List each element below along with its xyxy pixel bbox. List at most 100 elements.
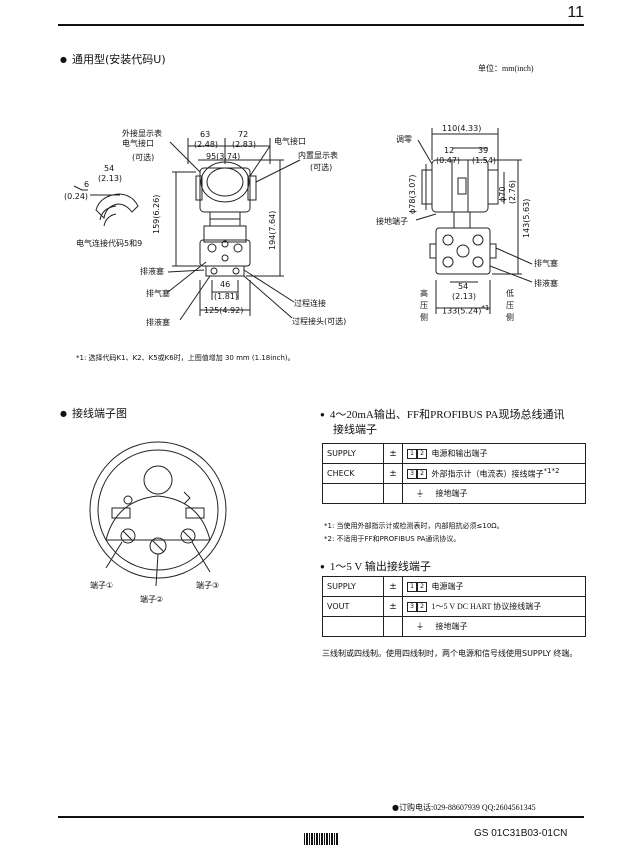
zero-adjust-label: 调零	[396, 135, 412, 144]
order-phone-text: 订购电话:029-88607939 QQ:2604561345	[398, 803, 536, 812]
vent-plug-label: 排气塞	[146, 289, 170, 298]
terminal-name: SUPPLY	[322, 443, 384, 464]
terminal-description-text: 电源和输出端子	[431, 449, 488, 458]
callout-builtin-display: 内置显示表	[298, 151, 338, 160]
callout-optional-2: (可选)	[310, 163, 333, 172]
terminal-number-box: 2	[417, 469, 427, 480]
bullet-icon: ●	[392, 803, 399, 812]
drain-plug-label-1: 排液塞	[140, 267, 164, 276]
page-number: 11	[567, 4, 584, 21]
callout-external-display-connection: 电气接口	[122, 139, 154, 148]
polarity-sign	[383, 616, 403, 637]
terminal-name: VOUT	[322, 596, 384, 617]
transmitter-front-view-drawing	[73, 138, 301, 321]
dim-39-inch: (1.54)	[472, 156, 497, 165]
callout-optional-1: (可选)	[132, 153, 155, 162]
terminal-number-box: 2	[417, 601, 427, 612]
terminal-name	[322, 483, 384, 504]
dim-phi78: ϕ78(3.07)	[408, 174, 417, 214]
high-pressure-side-1: 高	[420, 289, 428, 298]
terminal-number-box: 3	[407, 469, 417, 480]
left-dimension-drawing: 外接显示表 电气接口 (可选) 63 (2.48) 72 (2.83) 95(3…	[60, 120, 380, 350]
dim-54-right-inch: (2.13)	[452, 292, 477, 301]
section1-footnote: *1: 选择代码K1、K2、K5或K6时，上图值增加 30 mm (1.18in…	[76, 354, 295, 362]
dim-54-inch: (2.13)	[98, 174, 123, 183]
dim-46-inch: (1.81)	[214, 292, 239, 301]
terminal-description: ⏚ 接地端子	[402, 483, 586, 504]
dim-133-value: 133(5.24)	[442, 306, 482, 316]
dim-143: 143(5.63)	[522, 198, 531, 238]
section-title-1-5v: 1～5 V 输出接线端子	[320, 558, 431, 574]
drain-plug-label-right: 排液塞	[534, 279, 558, 288]
callout-external-display: 外接显示表	[122, 129, 162, 138]
terminal-description-text: 1～5 V DC HART 协议接线端子	[431, 602, 542, 611]
vent-plug-label-right: 排气塞	[534, 259, 558, 268]
dim-39: 39	[478, 146, 489, 155]
dim-54-right: 54	[458, 282, 469, 291]
process-connector-label: 过程接头(可选)	[292, 317, 347, 326]
terminal-diagram	[88, 440, 228, 587]
terminal-3-label: 端子③	[196, 581, 220, 590]
terminal-description-note: *1*2	[543, 467, 560, 476]
drain-plug-label-2: 排液塞	[146, 318, 170, 327]
section3-note-1: *1: 当使用外部指示计或检测表时，内部阻抗必须≤10Ω。	[324, 522, 504, 530]
terminal-name: CHECK	[322, 463, 384, 484]
table-row: ⏚ 接地端子	[322, 616, 586, 637]
terminal-number-box: 1	[407, 448, 417, 459]
section-title-4-20ma: 4～20mA输出、FF和PROFIBUS PA现场总线通讯	[320, 406, 565, 422]
terminal-2-label: 端子②	[140, 595, 164, 604]
terminal-name: SUPPLY	[322, 576, 384, 597]
dim-133: 133(5.24)*1	[442, 304, 489, 316]
table-row: ⏚ 接地端子	[322, 483, 586, 504]
terminal-number-box: 1	[407, 581, 417, 592]
terminal-number-box: 3	[407, 601, 417, 612]
section-title-4-20ma-line2: 接线端子	[333, 423, 377, 436]
terminal-description: ⏚ 接地端子	[402, 616, 586, 637]
low-pressure-side-1: 低	[506, 289, 514, 298]
polarity-sign	[383, 483, 403, 504]
dim-95: 95(3.74)	[206, 152, 241, 161]
dim-6: 6	[84, 180, 90, 189]
polarity-sign: ±	[383, 596, 403, 617]
dim-72: 72	[238, 130, 249, 139]
terminal-number-box: 2	[417, 581, 427, 592]
high-pressure-side-2: 压	[420, 301, 428, 310]
terminal-number-box: 2	[417, 448, 427, 459]
terminal-description-text: 接地端子	[435, 489, 468, 498]
section-title-general-type: 通用型(安装代码U)	[60, 51, 166, 67]
dim-133-note: *1	[481, 304, 490, 312]
section-title-terminal-diagram: 接线端子图	[60, 405, 127, 421]
dim-phi70: ϕ70	[498, 186, 507, 202]
dim-54: 54	[104, 164, 115, 173]
unit-label: 单位：mm(inch)	[478, 64, 534, 73]
polarity-sign: ±	[383, 463, 403, 484]
dim-63: 63	[200, 130, 211, 139]
section3-note-2: *2: 不适用于FF和PROFIBUS PA通讯协议。	[324, 535, 461, 543]
dim-46: 46	[220, 280, 231, 289]
polarity-sign: ±	[383, 576, 403, 597]
footer-rule	[58, 816, 584, 818]
dim-125: 125(4.92)	[204, 306, 244, 315]
section4-paragraph: 三线制或四线制。使用四线制时，两个电源和信号线使用SUPPLY 终端。	[322, 649, 578, 658]
terminal-1-label: 端子①	[90, 581, 114, 590]
dim-194: 194(7.64)	[268, 210, 277, 250]
polarity-sign: ±	[383, 443, 403, 464]
ground-icon: ⏚	[416, 489, 424, 498]
process-connection-label: 过程连接	[294, 299, 326, 308]
header-rule	[58, 24, 584, 26]
high-pressure-side-3: 侧	[420, 313, 428, 322]
document-id: GS 01C31B03-01CN	[474, 828, 568, 839]
ground-terminal-label: 接地端子	[376, 217, 408, 226]
barcode-image	[304, 833, 338, 845]
terminal-description-text: 接地端子	[435, 622, 468, 631]
dim-12-inch: (0.47)	[436, 156, 461, 165]
